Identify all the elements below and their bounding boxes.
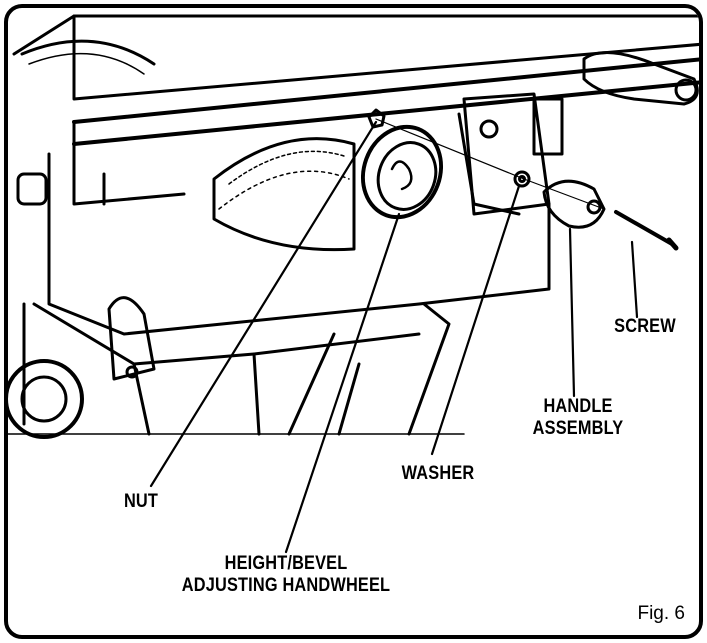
- label-height-bevel-handwheel: HEIGHT/BEVEL ADJUSTING HANDWHEEL: [157, 553, 415, 597]
- label-washer: WASHER: [401, 463, 475, 484]
- washer-part: [513, 170, 531, 188]
- leader-washer: [430, 184, 521, 456]
- label-handle-line2: ASSEMBLY: [532, 418, 624, 439]
- top-handle: [582, 51, 699, 106]
- figure-frame: SCREW HANDLE ASSEMBLY WASHER NUT HEIGHT/…: [4, 4, 703, 639]
- label-nut: NUT: [123, 491, 159, 512]
- saw-foot: [107, 296, 156, 381]
- leader-handwheel: [284, 212, 401, 554]
- table-top-edge: [12, 14, 699, 56]
- handwheel: [360, 124, 444, 220]
- label-screw: SCREW: [614, 316, 676, 337]
- saw-body: [47, 152, 551, 336]
- bevel-gear: [212, 137, 356, 252]
- leader-nut: [149, 120, 378, 488]
- nut-part: [367, 108, 386, 129]
- leader-handle: [568, 227, 576, 398]
- handle-assembly-part: [542, 179, 606, 229]
- fence-rail: [72, 57, 699, 124]
- side-knob: [16, 172, 48, 206]
- wheel: [8, 359, 84, 439]
- figure-caption: Fig. 6: [637, 603, 685, 624]
- table-saw-illustration: [8, 14, 699, 554]
- leader-screw: [630, 240, 639, 319]
- label-handwheel-line1: HEIGHT/BEVEL: [224, 553, 348, 574]
- label-handle-line1: HANDLE: [543, 396, 613, 417]
- miter-protractor: [20, 39, 156, 66]
- screw-part: [614, 210, 674, 246]
- label-handle-assembly: HANDLE ASSEMBLY: [514, 396, 643, 440]
- label-handwheel-line2: ADJUSTING HANDWHEEL: [181, 575, 391, 596]
